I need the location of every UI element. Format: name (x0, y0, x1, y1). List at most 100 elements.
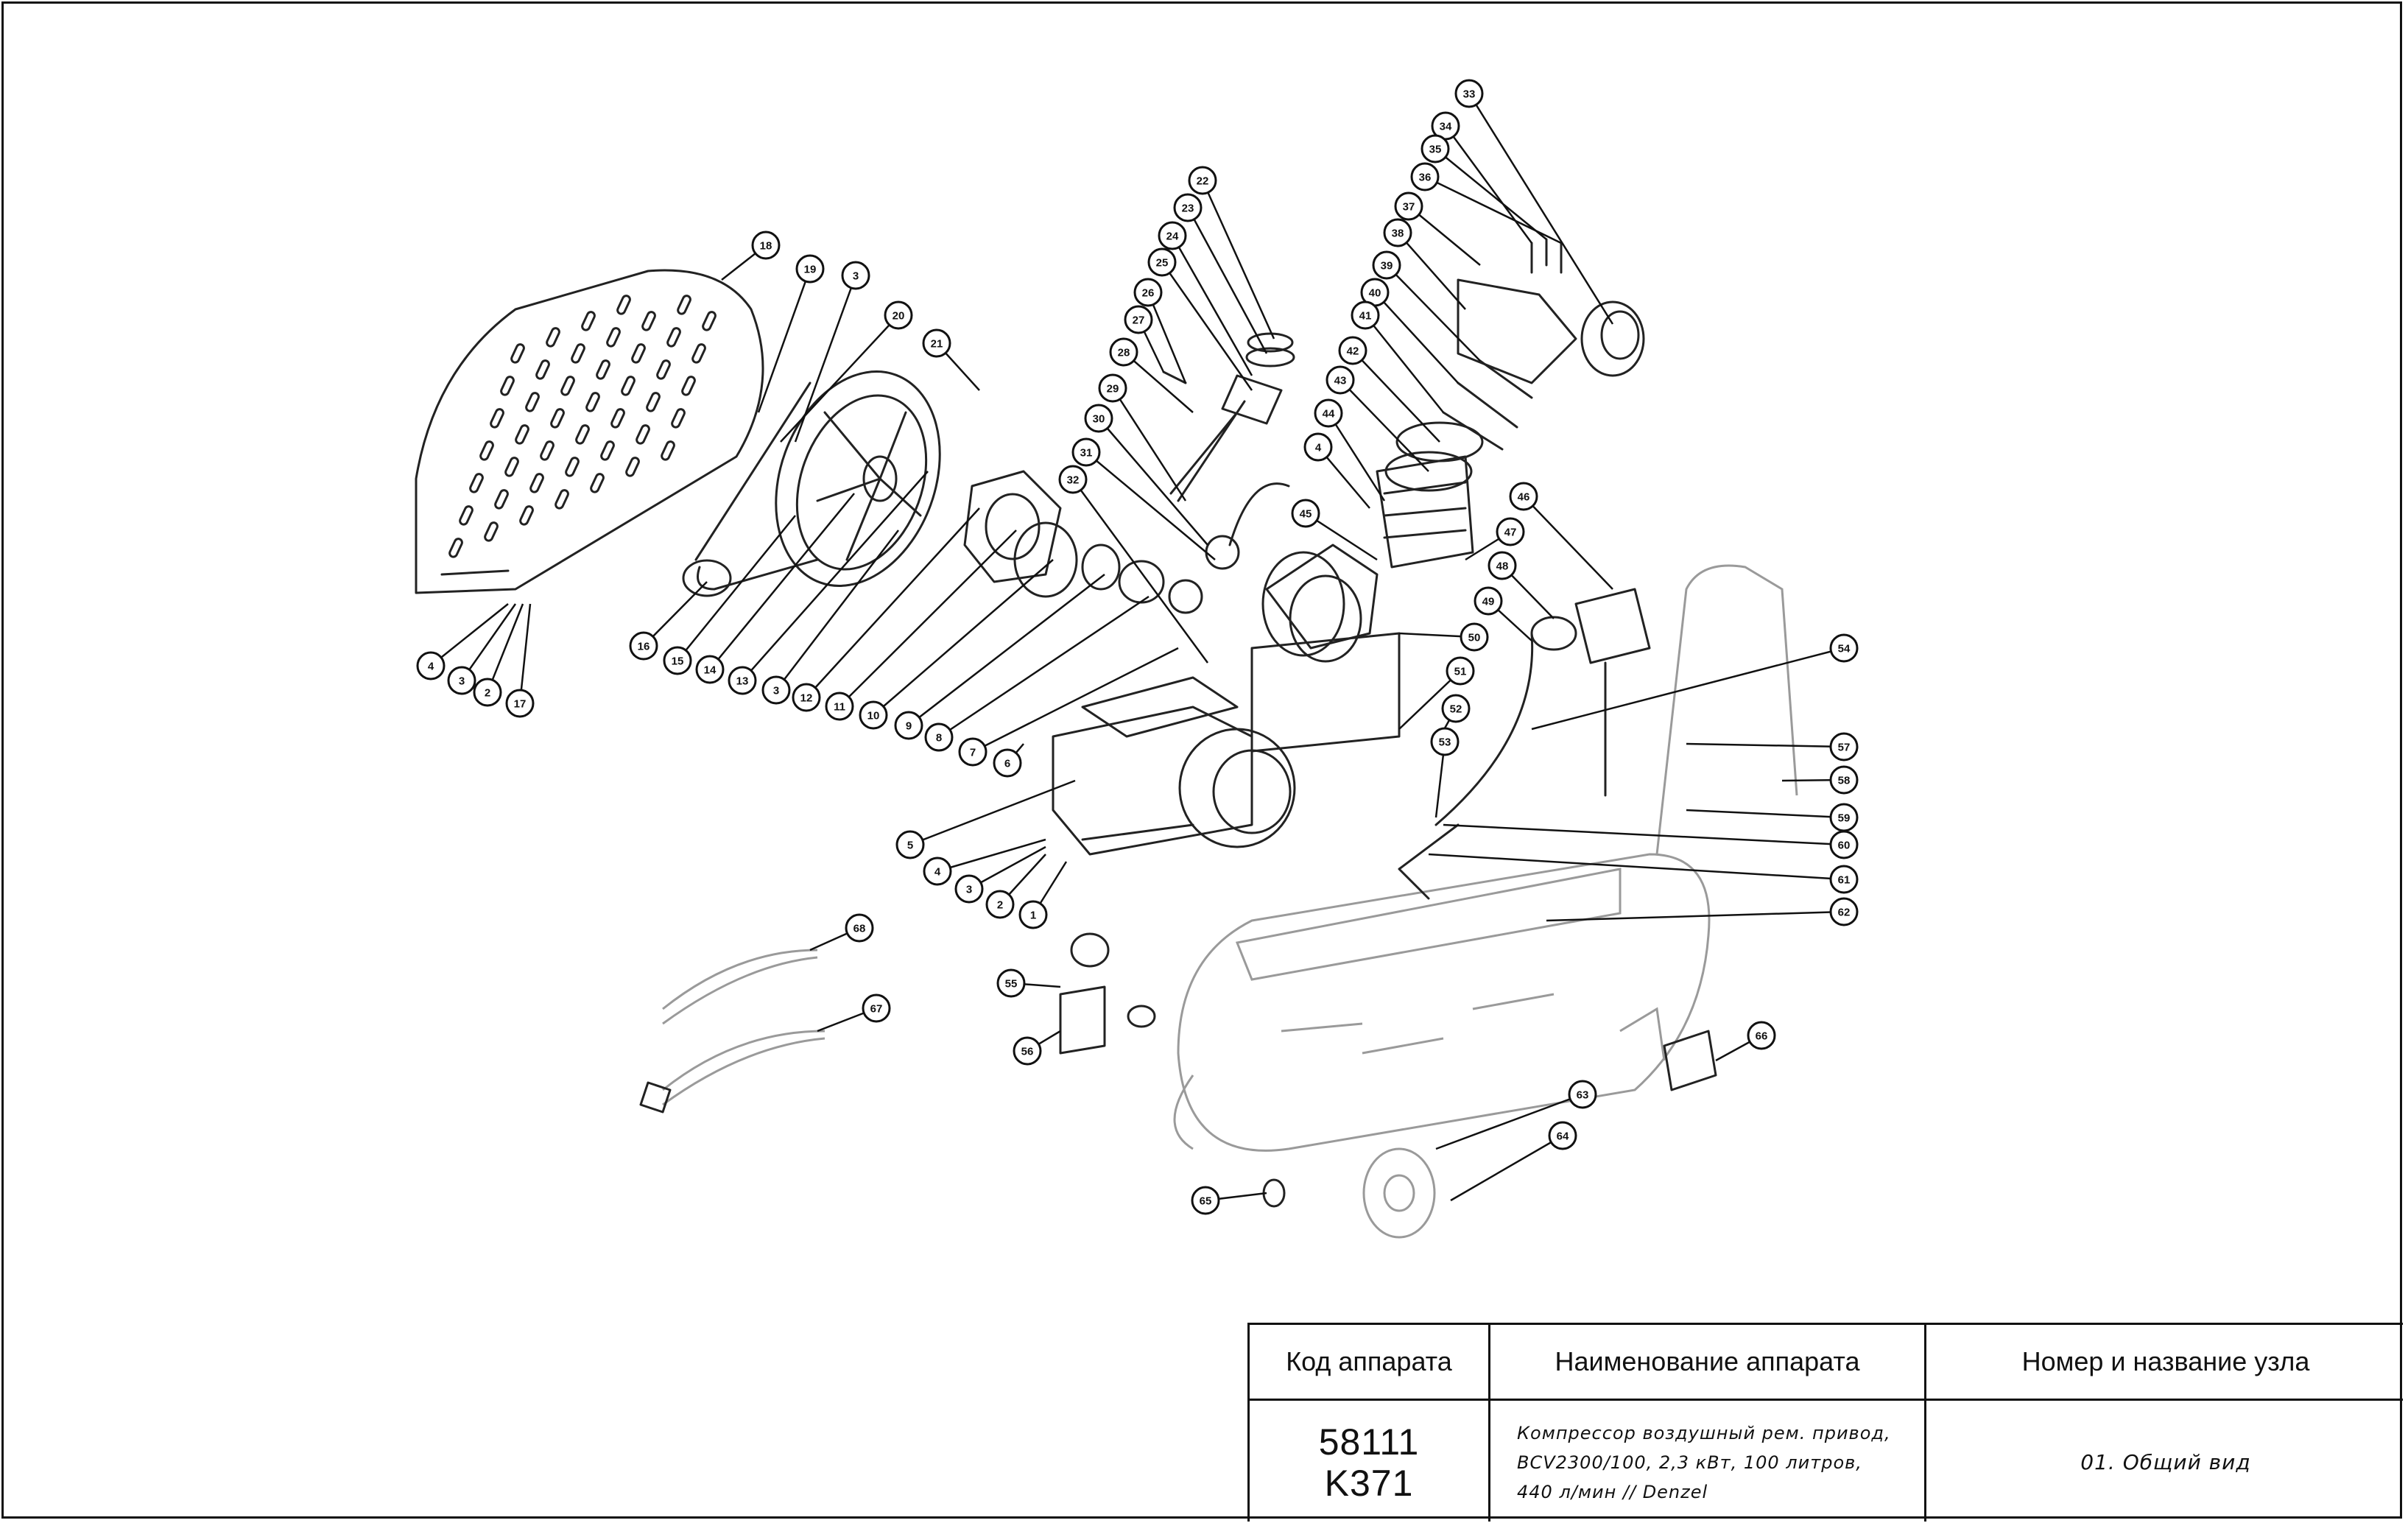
callout-number: 35 (1429, 144, 1442, 156)
callout-number: 40 (1369, 287, 1381, 300)
leader-line (1352, 350, 1440, 443)
vent-slot (469, 473, 484, 493)
callout-number: 21 (931, 338, 943, 351)
callout-circle (1291, 499, 1320, 528)
leader-line (1111, 387, 1187, 502)
vent-slot (631, 343, 646, 364)
node-name: 01. Общий вид (2080, 1450, 2251, 1474)
vent-slot (525, 392, 540, 412)
callout-number: 53 (1439, 736, 1451, 749)
callout-circle (1747, 1021, 1776, 1050)
vent-slot (550, 408, 565, 429)
vent-slot (565, 457, 580, 477)
callout-9: 9 (894, 711, 923, 740)
callout-circle (954, 874, 984, 904)
callout-circle (1420, 134, 1450, 163)
discharge-hose (1398, 632, 1534, 900)
callout-circle (1372, 250, 1401, 280)
pressure-switch (1530, 588, 1651, 797)
callout-circle (1314, 398, 1343, 428)
callout-circle (924, 722, 954, 752)
callout-number: 59 (1838, 812, 1851, 825)
leader-line (1071, 479, 1209, 664)
callout-circle (996, 968, 1026, 998)
callout-number: 52 (1450, 703, 1462, 716)
leader-line (1186, 207, 1268, 354)
callout-circle (1173, 193, 1203, 222)
leader-line (1424, 175, 1562, 245)
callout-number: 13 (736, 675, 749, 688)
callout-circle (825, 692, 854, 721)
vent-slot (666, 327, 681, 348)
vent-slot (575, 424, 590, 445)
vent-slot (510, 343, 525, 364)
callout-68: 68 (845, 913, 874, 943)
callout-circle (663, 646, 692, 675)
leader-line (937, 838, 1046, 873)
callout-circle (1829, 633, 1859, 663)
callout-circle (859, 700, 888, 730)
leader-line (1098, 418, 1208, 546)
callout-circle (1383, 218, 1412, 247)
callout-number: 66 (1756, 1030, 1768, 1043)
callout-circle (1147, 247, 1177, 277)
cylinder-head (1376, 238, 1645, 569)
leader-line (806, 507, 980, 698)
callout-number: 1 (1030, 910, 1036, 922)
callout-38: 38 (1383, 218, 1412, 247)
vent-slot (656, 359, 671, 380)
callout-extra-f: 4 (1303, 432, 1333, 462)
leader-line (1428, 853, 1845, 881)
leader-line (1339, 379, 1429, 472)
callout-circle (1071, 437, 1101, 467)
callout-circle (1430, 727, 1460, 756)
callout-number: 3 (773, 685, 779, 697)
callout-15: 15 (663, 646, 692, 675)
callout-36: 36 (1410, 162, 1440, 191)
callout-number: 41 (1359, 310, 1372, 323)
vent-slot (691, 343, 706, 364)
callout-circle (884, 300, 913, 330)
vent-slot (515, 424, 529, 445)
callout-29: 29 (1098, 373, 1127, 403)
callout-number: 67 (870, 1003, 883, 1016)
leader-line (1386, 264, 1481, 362)
leader-line (1365, 314, 1444, 413)
callout-25: 25 (1147, 247, 1177, 277)
callout-circle (792, 683, 821, 712)
callout-number: 14 (704, 664, 717, 677)
leader-line (1171, 235, 1253, 376)
leader-line (972, 647, 1179, 753)
leader-line (938, 595, 1150, 739)
header-code: Код аппарата (1286, 1346, 1452, 1376)
vent-slot (529, 473, 544, 493)
vent-slot (504, 457, 519, 477)
belt-guard (415, 269, 764, 594)
callout-23: 23 (1173, 193, 1203, 222)
callout-circle (1191, 1186, 1220, 1215)
callout-circle (895, 830, 925, 859)
callout-number: 29 (1107, 383, 1119, 395)
vent-slot (646, 392, 661, 412)
callout-58: 58 (1829, 765, 1859, 795)
callout-number: 51 (1454, 666, 1467, 678)
vent-slot (616, 295, 631, 315)
vent-slot (571, 343, 585, 364)
callout-circle (1509, 482, 1538, 511)
callout-number: 17 (514, 698, 527, 711)
callout-number: 68 (853, 923, 866, 935)
callout-number: 26 (1142, 287, 1155, 300)
callout-50: 50 (1460, 622, 1489, 652)
callout-number: 20 (893, 310, 905, 323)
callout-number: 64 (1557, 1130, 1569, 1143)
callout-number: 38 (1392, 228, 1404, 240)
vent-slot (448, 538, 463, 558)
callout-circle (1829, 765, 1859, 795)
apparatus-name-line: Компрессор воздушный рем. привод, (1517, 1422, 1891, 1443)
callout-number: 3 (966, 884, 972, 896)
callout-54: 54 (1829, 633, 1859, 663)
callout-circle (1488, 551, 1517, 580)
callout-circle (505, 689, 535, 718)
callout-number: 46 (1518, 491, 1530, 504)
